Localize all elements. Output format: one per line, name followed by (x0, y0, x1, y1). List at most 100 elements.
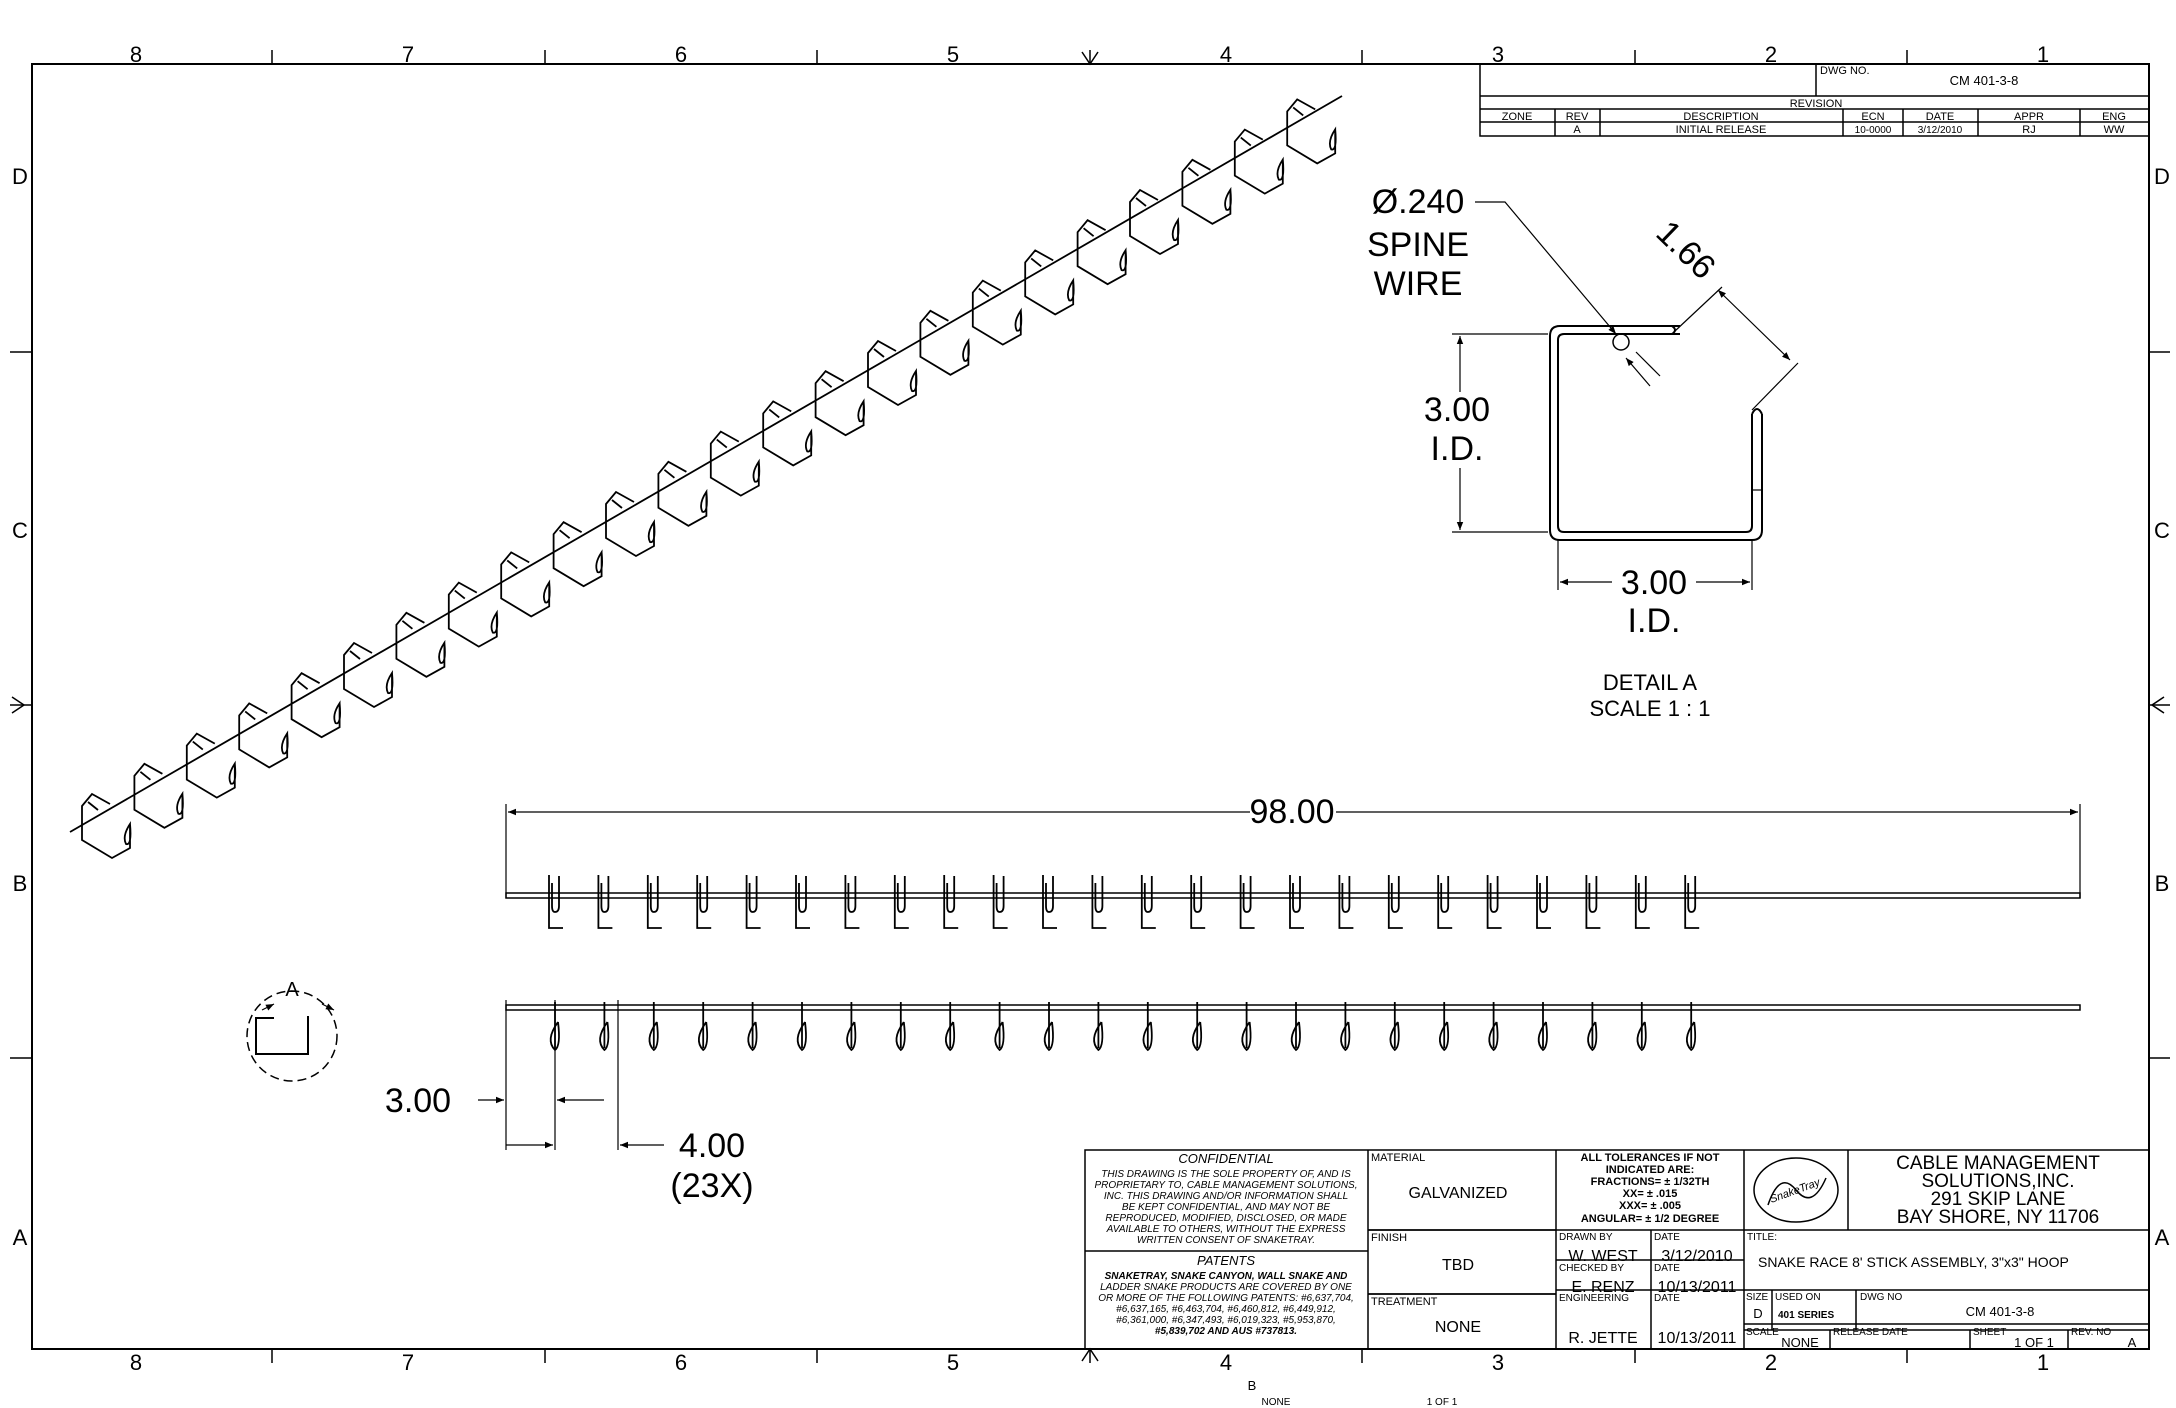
rev-row-ecn: 10-0000 (1855, 125, 1892, 136)
footer-scale: NONE (1262, 1397, 1291, 1408)
plan-hoop-tip (698, 1021, 709, 1052)
rev-header-description: DESCRIPTION (1683, 111, 1758, 123)
side-hook (646, 875, 662, 929)
side-hooks (548, 875, 1700, 929)
side-hook (597, 875, 613, 929)
spine-wire-label: WIRE (1374, 265, 1463, 303)
confidential-line: WRITTEN CONSENT OF SNAKETRAY. (1137, 1235, 1315, 1246)
patents-line: LADDER SNAKE PRODUCTS ARE COVERED BY ONE (1100, 1282, 1352, 1293)
confidential-line: PROPRIETARY TO, CABLE MANAGEMENT SOLUTIO… (1094, 1180, 1357, 1191)
zone-col-label: 3 (1492, 1350, 1504, 1375)
side-hook-loop (1193, 876, 1203, 913)
side-hook-leg (1486, 875, 1502, 929)
side-hook-leg (992, 875, 1008, 929)
side-hook-leg (1239, 875, 1255, 929)
confidential-title: CONFIDENTIAL (1178, 1151, 1273, 1166)
detail-scale: SCALE 1 : 1 (1589, 696, 1710, 721)
rev-value: A (2128, 1335, 2137, 1350)
side-hook (893, 875, 909, 929)
iso-hoop-wire (814, 370, 865, 437)
zone-labels: 8 7 6 5 4 3 2 1 8 7 6 5 4 3 2 1 D C B A … (12, 42, 2170, 1375)
checked-date-label: DATE (1654, 1263, 1680, 1274)
plan-hoops (549, 1002, 1697, 1052)
iso-hoop-wire (500, 551, 551, 618)
patents-line: #5,839,702 AND AUS #737813. (1155, 1326, 1297, 1337)
plan-hoop-tip (1587, 1021, 1598, 1052)
side-hook-loop (847, 876, 857, 913)
side-hook (1634, 875, 1650, 929)
end-offset-dim: 3.00 (385, 1082, 451, 1120)
iso-hoop (657, 460, 708, 527)
side-hook-loop (798, 876, 807, 913)
plan-hoop-tip (1537, 1021, 1548, 1052)
company-line: BAY SHORE, NY 11706 (1897, 1207, 2099, 1228)
plan-hoop (1340, 1002, 1351, 1052)
rev-row-appr: RJ (2022, 124, 2035, 136)
drawn-date-label: DATE (1654, 1232, 1680, 1243)
iso-hoop (709, 430, 761, 497)
iso-hoop-clip (1030, 257, 1042, 268)
plan-hoop-tip (994, 1021, 1005, 1052)
zone-row-label: A (2155, 1225, 2170, 1250)
iso-hoop-clip (1135, 197, 1147, 207)
pitch-count: (23X) (670, 1167, 753, 1205)
material-value: GALVANIZED (1409, 1185, 1508, 1202)
title-block: CONFIDENTIAL THIS DRAWING IS THE SOLE PR… (1084, 1149, 2150, 1350)
iso-hoop (290, 672, 341, 739)
iso-hoop-wire (133, 762, 184, 829)
zone-row-label: D (2154, 164, 2170, 189)
plan-hoop-tip (1290, 1021, 1301, 1052)
iso-hoop-clip (192, 740, 204, 751)
zone-col-label: 7 (402, 42, 414, 67)
plan-hoop-tip (1192, 1021, 1203, 1052)
overall-length-dim: 98.00 (1249, 793, 1334, 831)
iso-hoop-clip (611, 499, 623, 509)
confidential-line: BE KEPT CONFIDENTIAL, AND MAY NOT BE (1122, 1202, 1331, 1213)
spine-diameter-dim: Ø.240 (1372, 183, 1465, 221)
iso-hoop-wire (552, 521, 603, 588)
iso-hoop (395, 611, 446, 678)
drawn-date: 3/12/2010 (1661, 1248, 1732, 1265)
company-line: 291 SKIP LANE (1931, 1189, 2066, 1210)
drawing-title: SNAKE RACE 8' STICK ASSEMBLY, 3"x3" HOOP (1758, 1254, 2069, 1270)
plan-hoop (599, 1002, 610, 1052)
treatment-label: TREATMENT (1371, 1296, 1438, 1308)
iso-hoop (185, 732, 237, 799)
iso-hoop-wire (1286, 98, 1337, 165)
side-hook-leg (1091, 875, 1107, 929)
plan-hoop (945, 1002, 956, 1052)
plan-hoop-tip (1093, 1021, 1104, 1052)
plan-hoop-tip (599, 1021, 610, 1052)
side-hook-leg (1437, 875, 1453, 929)
finish-label: FINISH (1371, 1232, 1407, 1244)
plan-hoop (1389, 1002, 1400, 1052)
iso-hoop-clip (297, 680, 309, 690)
side-hook-leg (1387, 875, 1403, 929)
iso-hoop (447, 581, 499, 648)
used-on: 401 SERIES (1778, 1310, 1834, 1321)
iso-hoop-clip (978, 287, 990, 298)
plan-hoop (698, 1002, 709, 1052)
tolerance-line: ANGULAR= ± 1/2 DEGREE (1581, 1213, 1719, 1225)
side-hook-loop (748, 876, 758, 913)
side-hook-loop (1341, 876, 1351, 913)
pitch-dim: 4.00 (679, 1127, 745, 1165)
iso-hoop (971, 279, 1023, 346)
zone-col-label: 4 (1220, 1350, 1232, 1375)
patents-line: #6,637,165, #6,463,704, #6,460,812, #6,4… (1116, 1304, 1336, 1315)
size-value: D (1753, 1306, 1762, 1321)
plan-hoop-tip (1241, 1021, 1252, 1052)
plan-hoop-tip (1439, 1021, 1450, 1052)
side-hook-leg (1190, 875, 1206, 929)
plan-hoop (1093, 1002, 1104, 1052)
plan-hoop (796, 1002, 807, 1052)
zone-col-label: 6 (675, 1350, 687, 1375)
iso-hoop-clip (1187, 167, 1199, 177)
engineering-label: ENGINEERING (1559, 1293, 1629, 1304)
iso-hoop-clip (925, 318, 937, 328)
patents-line: OR MORE OF THE FOLLOWING PATENTS: #6,637… (1098, 1293, 1354, 1304)
scale-label: SCALE (1746, 1327, 1779, 1338)
side-hook (1536, 875, 1551, 929)
side-hook-leg (1289, 875, 1304, 929)
iso-hoop-wire (605, 490, 656, 558)
